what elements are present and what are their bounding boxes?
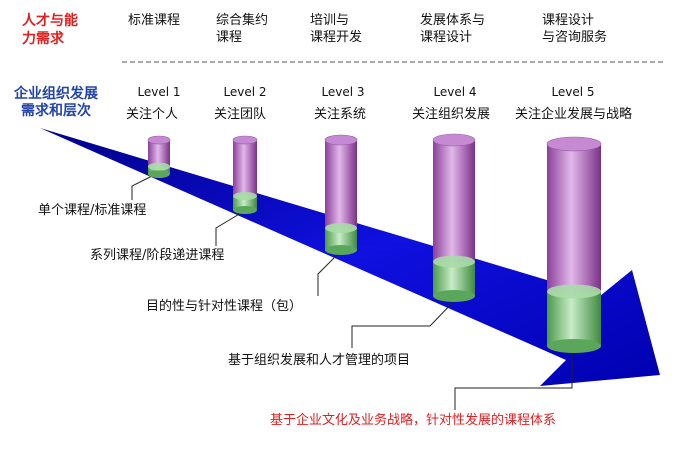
callout-3: 目的性与针对性课程（包） [146, 299, 303, 314]
level-4-tag: Level 4 [433, 85, 477, 99]
cylinder-2-fill [233, 196, 257, 210]
cylinder-4-top [432, 133, 476, 147]
cylinder-5-top [546, 136, 602, 152]
level-1-tag: Level 1 [137, 85, 181, 99]
cylinder-3-level-line [325, 223, 357, 233]
cylinder-1-level-line [148, 162, 170, 171]
cylinder-2-top [232, 135, 258, 145]
growth-arrow [40, 128, 660, 386]
side-label: 企业组织发展 需求和层次 [14, 86, 98, 119]
cylinder-3-upper [325, 140, 357, 228]
callout-2: 系列课程/阶段递进课程 [90, 248, 225, 263]
cylinder-2-upper [233, 140, 257, 196]
cylinder-4-level-line [433, 255, 475, 268]
header-column-1: 标准课程 [128, 13, 181, 28]
cylinder-4-upper [433, 140, 475, 262]
cylinder-1-base [148, 170, 170, 178]
callout-1: 单个课程/标准课程 [38, 203, 147, 218]
cylinder-3-base [325, 245, 357, 255]
level-2-label: 关注团队 [214, 107, 267, 122]
cylinder-2-base [233, 206, 257, 214]
cylinder-5-base [547, 339, 601, 353]
callout-5: 基于企业文化及业务战略，针对性发展的课程体系 [270, 413, 557, 428]
cylinder-level-2 [232, 135, 258, 214]
callout-line-4 [351, 299, 456, 348]
cylinder-3-fill [325, 228, 357, 250]
header-column-2: 综合集约 课程 [216, 13, 269, 45]
level-3-tag: Level 3 [321, 85, 365, 99]
header-column-3: 培训与 课程开发 [310, 13, 363, 45]
callout-line-5 [454, 348, 573, 410]
cylinder-level-4 [432, 133, 476, 302]
level-2-tag: Level 2 [223, 85, 267, 99]
cylinder-5-fill [547, 291, 601, 346]
callout-4: 基于组织发展和人才管理的项目 [228, 353, 411, 368]
cylinder-1-upper [148, 140, 170, 167]
cylinder-5-upper [547, 144, 601, 292]
cylinder-level-1 [147, 135, 171, 178]
callout-line-1 [131, 171, 161, 200]
cylinder-level-3 [324, 134, 358, 255]
header-column-5: 课程设计 与咨询服务 [542, 13, 608, 45]
cylinder-1-top [147, 135, 171, 145]
level-4-label: 关注组织发展 [412, 107, 491, 122]
callout-line-2 [215, 209, 247, 246]
level-5-label: 关注企业发展与战略 [515, 107, 633, 122]
level-cylinders [147, 133, 602, 353]
level-1-label: 关注个人 [126, 107, 179, 122]
header-column-4: 发展体系与 课程设计 [420, 13, 486, 45]
cylinder-2-level-line [233, 192, 257, 200]
header-title: 人才与能 力需求 [22, 13, 78, 47]
callout-line-3 [317, 251, 341, 296]
cylinder-4-base [433, 290, 475, 302]
cylinder-3-top [324, 134, 358, 146]
level-3-label: 关注系统 [314, 107, 367, 122]
cylinder-level-5 [546, 136, 602, 353]
cylinder-5-level-line [547, 284, 601, 299]
level-5-tag: Level 5 [551, 85, 595, 99]
